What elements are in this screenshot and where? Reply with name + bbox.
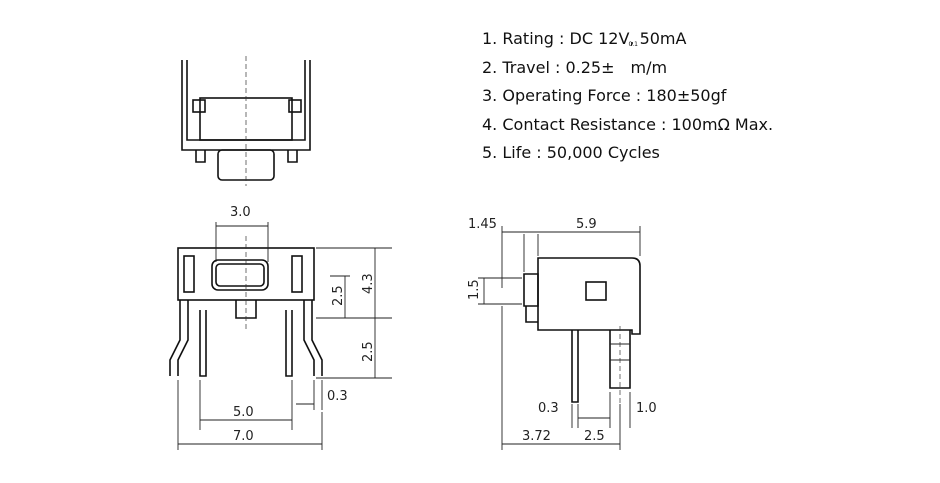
dim-side-pin-width: 1.0 [636,401,657,416]
side-view: 1.45 5.9 1.5 0.3 1.0 3.72 2.5 [467,217,657,450]
dim-side-pin-pitch: 2.5 [584,429,605,444]
dim-actuator-height: 1.5 [467,279,482,300]
dim-side-pin-thickness: 0.3 [538,401,559,416]
dim-pin-thickness: 0.3 [327,389,348,404]
front-view: 3.0 2.5 4.3 2.5 0.3 5.0 [169,205,392,450]
dim-body-len: 5.9 [576,217,597,232]
spec-rating-v: V [618,29,630,48]
dim-actuator-len: 1.45 [468,217,497,232]
dim-height-total: 4.3 [361,273,376,294]
dim-button-width: 3.0 [230,205,251,220]
spec-rating-prefix: 1. Rating : DC 12 [482,29,619,48]
dim-overall-width: 7.0 [233,429,254,444]
dim-height-body: 2.5 [331,285,346,306]
dim-pin-pitch: 5.0 [233,405,254,420]
spec-travel: 2. Travel : 0.25± m/m [482,57,773,86]
spec-travel-prefix: 2. Travel : 0.25± [482,57,615,77]
dim-side-offset: 3.72 [522,429,551,444]
spec-operating-force: 3. Operating Force : 180±50gf [482,86,727,105]
spec-contact-resistance: 4. Contact Resistance : 100mΩ Max. [482,114,774,134]
top-view [181,56,311,186]
dim-pin-length: 2.5 [361,341,376,362]
spec-rating-suffix: , 50mA [629,29,687,48]
spec-travel-suffix: m/m [630,57,668,77]
spec-rating-tolerance: 0.1 [628,41,638,48]
spec-life: 5. Life : 50,000 Cycles [482,143,660,162]
